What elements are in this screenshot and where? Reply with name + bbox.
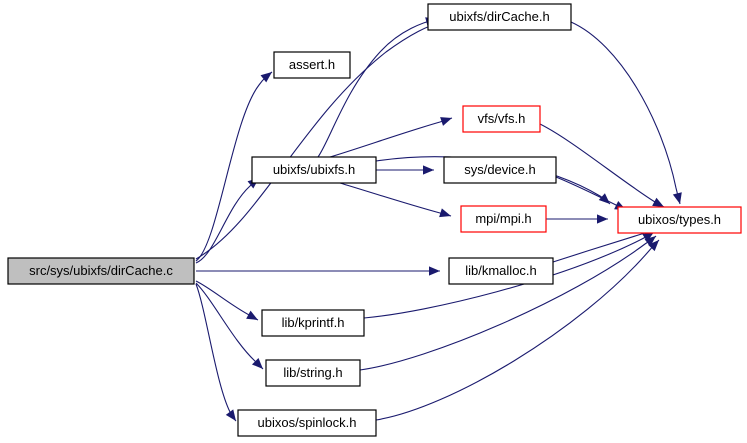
node-label: ubixfs/dirCache.h [449, 9, 549, 24]
graph-node-root[interactable]: src/sys/ubixfs/dirCache.c [7, 257, 195, 285]
edge-vfs_h-to-types_h [539, 123, 665, 208]
edge-ubixfs_h-to-dircache_h [317, 17, 438, 158]
arrowhead-icon [423, 165, 434, 175]
node-label: lib/kmalloc.h [465, 263, 537, 278]
arrowhead-icon [439, 208, 451, 218]
graph-node-ubixfs_h[interactable]: ubixfs/ubixfs.h [251, 156, 377, 184]
edge-line [570, 21, 681, 205]
edge-line [539, 123, 665, 208]
edge-line [339, 182, 452, 217]
arrowhead-icon [648, 240, 659, 252]
graph-node-types_h[interactable]: ubixos/types.h [617, 206, 742, 234]
arrowhead-icon [429, 266, 440, 276]
arrowhead-icon [260, 72, 272, 83]
graph-node-device_h[interactable]: sys/device.h [443, 156, 557, 184]
node-box[interactable] [460, 205, 547, 233]
graph-node-string_h[interactable]: lib/string.h [265, 359, 361, 387]
edge-line [195, 282, 264, 370]
edge-spinlock_h-to-types_h [375, 239, 660, 421]
graph-node-dircache_h[interactable]: ubixfs/dirCache.h [427, 3, 572, 31]
node-box[interactable] [443, 156, 557, 184]
node-box[interactable] [237, 409, 377, 437]
node-box[interactable] [273, 51, 351, 79]
graph-node-kprintf_h[interactable]: lib/kprintf.h [261, 309, 365, 337]
graph-node-kmalloc_h[interactable]: lib/kmalloc.h [448, 257, 554, 285]
edge-mpi_h-to-types_h [546, 214, 608, 224]
node-box[interactable] [7, 257, 195, 285]
arrowhead-icon [246, 310, 258, 320]
node-label: lib/kprintf.h [282, 315, 345, 330]
node-box[interactable] [427, 3, 572, 31]
node-label: ubixos/types.h [638, 212, 721, 227]
node-label: mpi/mpi.h [475, 211, 531, 226]
edge-root-to-kmalloc_h [196, 266, 440, 276]
arrowhead-icon [642, 232, 654, 242]
edge-line [552, 228, 657, 263]
node-label: lib/string.h [283, 365, 342, 380]
arrowhead-icon [672, 192, 682, 204]
edge-root-to-string_h [195, 282, 264, 370]
edge-line [317, 18, 438, 158]
edge-device_h-to-types_h [555, 176, 627, 211]
arrowhead-icon [598, 193, 610, 204]
node-box[interactable] [462, 105, 541, 133]
node-label: ubixos/spinlock.h [258, 415, 357, 430]
edge-ubixfs_h-to-device_h [376, 165, 434, 175]
edge-root-to-spinlock_h [195, 283, 237, 422]
node-label: vfs/vfs.h [478, 111, 526, 126]
graph-node-vfs_h[interactable]: vfs/vfs.h [462, 105, 541, 133]
nodes-layer: src/sys/ubixfs/dirCache.c ubixfs/dirCache… [7, 3, 742, 437]
edge-ubixfs_h-to-mpi_h [339, 182, 452, 218]
graph-node-spinlock_h[interactable]: ubixos/spinlock.h [237, 409, 377, 437]
edge-root-to-kprintf_h [195, 280, 259, 321]
edge-line [195, 177, 260, 264]
edge-string_h-to-types_h [359, 235, 657, 371]
arrowhead-icon [225, 409, 236, 421]
node-label: sys/device.h [464, 162, 536, 177]
edge-line [555, 176, 627, 211]
arrowhead-icon [652, 197, 664, 207]
node-box[interactable] [448, 257, 554, 285]
node-label: ubixfs/ubixfs.h [273, 162, 355, 177]
graph-node-assert_h[interactable]: assert.h [273, 51, 351, 79]
edge-ubixfs_h-to-vfs_h [329, 117, 453, 158]
node-label: assert.h [289, 57, 335, 72]
arrowhead-icon [644, 236, 656, 247]
edge-root-to-ubixfs_h [195, 177, 260, 264]
node-box[interactable] [617, 206, 742, 234]
node-box[interactable] [261, 309, 365, 337]
arrowhead-icon [440, 117, 452, 126]
node-label: src/sys/ubixfs/dirCache.c [29, 263, 173, 278]
arrowhead-icon [597, 214, 608, 224]
graph-node-mpi_h[interactable]: mpi/mpi.h [460, 205, 547, 233]
node-box[interactable] [251, 156, 377, 184]
edge-line [359, 235, 657, 371]
edge-kprintf_h-to-types_h [363, 231, 655, 319]
edge-dircache_h-to-types_h [570, 21, 682, 205]
edge-line [329, 117, 453, 158]
edge-line [195, 21, 442, 260]
arrowhead-icon [251, 357, 263, 369]
edge-line [195, 283, 237, 422]
node-box[interactable] [265, 359, 361, 387]
edge-root-to-assert_h [195, 71, 273, 262]
